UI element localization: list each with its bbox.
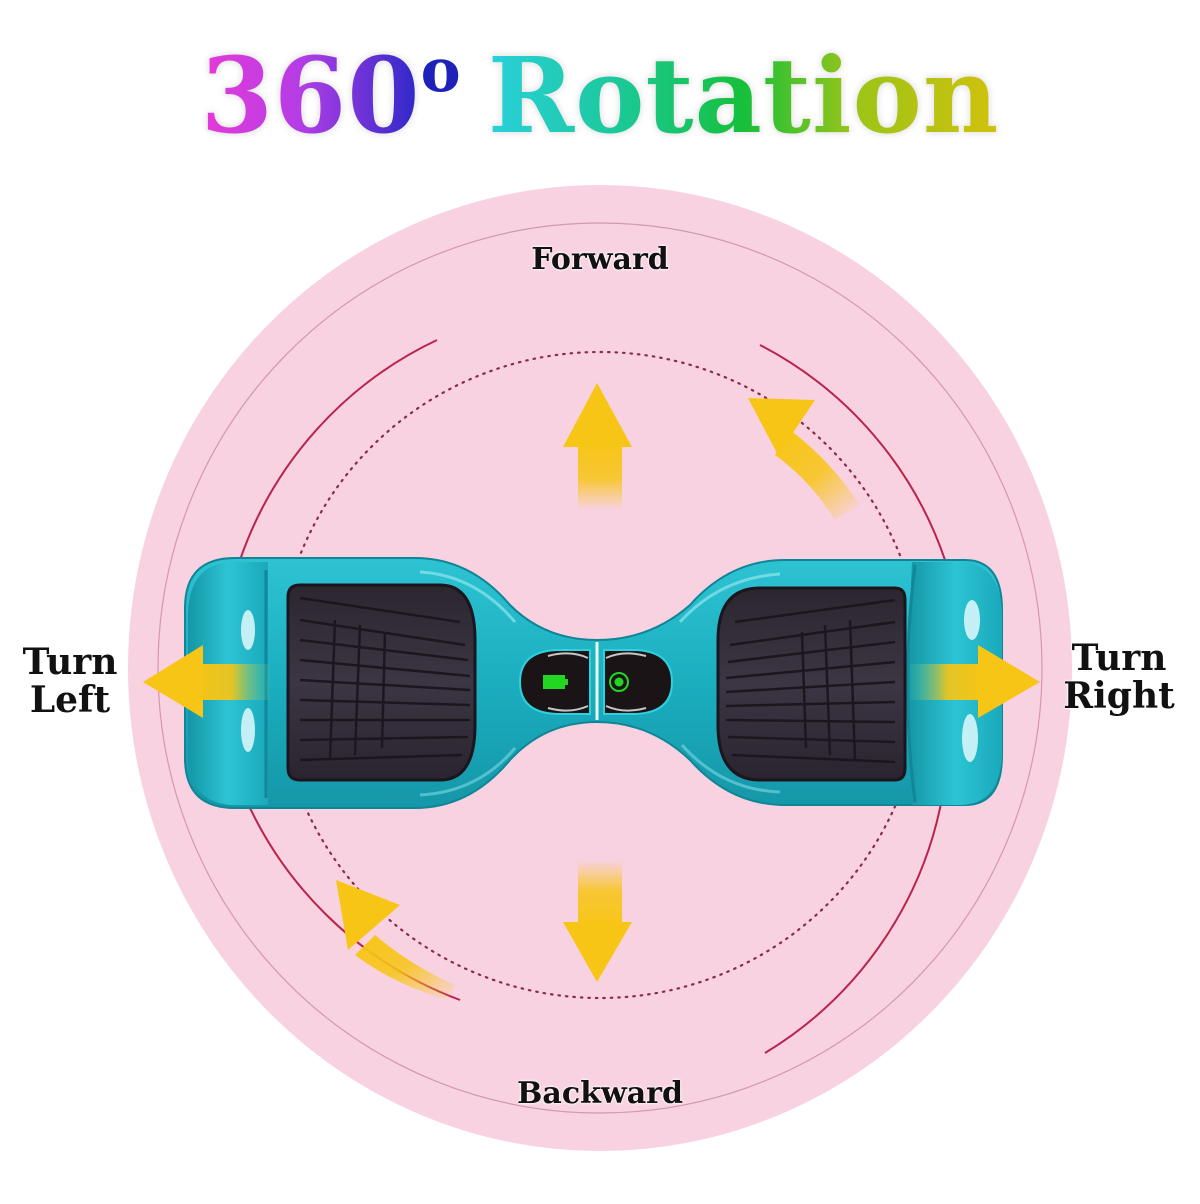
rotate-arrow-top-right-icon <box>748 398 860 520</box>
left-footpad <box>286 583 477 782</box>
title-word: Rotation <box>487 33 1000 157</box>
label-turn-right: Turn Right <box>1044 637 1194 717</box>
outer-ring <box>157 222 1043 1114</box>
turn-right-arrow-icon <box>910 645 1040 718</box>
right-footpad <box>716 586 907 782</box>
forward-arrow-icon <box>563 383 632 510</box>
label-turn-left-line1: Turn <box>22 641 118 683</box>
label-turn-left-line2: Left <box>29 678 111 721</box>
battery-icon <box>543 675 568 689</box>
label-forward: Forward <box>531 242 669 277</box>
label-turn-right-line2: Right <box>1063 674 1175 717</box>
power-icon <box>609 672 629 692</box>
backward-arrow-icon <box>563 860 632 982</box>
label-backward: Backward <box>517 1076 683 1111</box>
page-title: 360 o Rotation <box>0 30 1200 160</box>
label-turn-right-line1: Turn <box>1071 637 1167 679</box>
title-degree-symbol: o <box>420 36 462 106</box>
title-number: 360 <box>200 33 421 157</box>
turn-left-arrow-icon <box>143 645 270 718</box>
label-turn-left: Turn Left <box>4 641 136 721</box>
rotate-arrow-bottom-left-icon <box>336 880 455 1000</box>
indicator-panel <box>518 642 674 720</box>
hoverboard <box>184 557 1003 809</box>
